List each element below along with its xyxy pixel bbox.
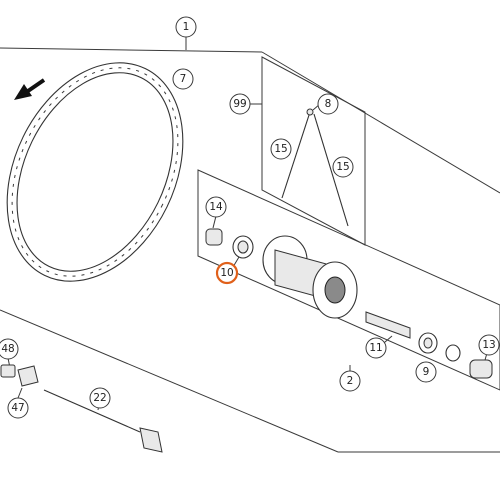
callout-15-right-label: 15 <box>336 161 349 173</box>
callout-9[interactable]: 9 <box>415 361 437 383</box>
callout-48-label: 48 <box>1 343 14 355</box>
callout-10-label: 10 <box>220 267 233 279</box>
callout-8[interactable]: 8 <box>317 93 339 115</box>
callout-2-label: 2 <box>347 375 354 387</box>
callout-11[interactable]: 11 <box>365 337 387 359</box>
callout-2[interactable]: 2 <box>339 370 361 392</box>
callout-99[interactable]: 99 <box>229 93 251 115</box>
rotation-direction-arrow-icon <box>14 78 46 100</box>
callout-7[interactable]: 7 <box>172 68 194 90</box>
callout-13[interactable]: 13 <box>478 334 500 356</box>
callout-1[interactable]: 1 <box>175 16 197 38</box>
callout-15-left-label: 15 <box>274 143 287 155</box>
callout-47[interactable]: 47 <box>7 397 29 419</box>
callout-14-label: 14 <box>209 201 223 213</box>
callout-22[interactable]: 22 <box>89 387 111 409</box>
callout-22-label: 22 <box>93 392 106 404</box>
spoke-pair <box>281 108 349 227</box>
callout-11-label: 11 <box>369 342 382 354</box>
callout-13-label: 13 <box>482 339 495 351</box>
callout-7-label: 7 <box>180 73 187 85</box>
callout-15-right[interactable]: 15 <box>332 156 354 178</box>
wheel-rim <box>6 62 184 282</box>
hub-parts <box>205 228 493 379</box>
callout-47-label: 47 <box>11 402 24 414</box>
callout-15-left[interactable]: 15 <box>270 138 292 160</box>
assembly-frame <box>0 47 500 453</box>
callout-8-label: 8 <box>325 98 332 110</box>
callout-1-label: 1 <box>183 21 190 33</box>
callout-48[interactable]: 48 <box>0 338 19 360</box>
callout-9-label: 9 <box>423 366 430 378</box>
hub-subframe <box>197 169 500 391</box>
callout-99-label: 99 <box>233 98 246 110</box>
axle-parts <box>0 364 163 453</box>
callout-14[interactable]: 14 <box>205 196 227 218</box>
callout-10[interactable]: 10 <box>215 261 239 285</box>
